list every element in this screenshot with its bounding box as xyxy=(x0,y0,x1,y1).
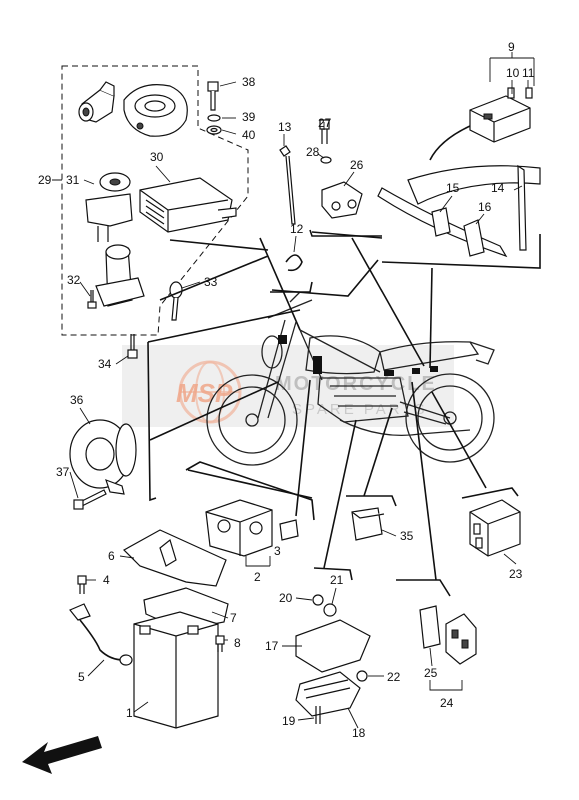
part-number-20: 20 xyxy=(279,591,293,605)
flasher-relay-part xyxy=(469,499,521,557)
bolt-part xyxy=(206,81,222,135)
screw-part xyxy=(87,290,138,359)
part-number-36: 36 xyxy=(70,393,84,407)
part-number-27: 27 xyxy=(318,116,332,130)
battery-bolts-part xyxy=(77,575,225,652)
part-number-33: 33 xyxy=(204,275,218,289)
part-number-7: 7 xyxy=(230,611,237,625)
part-number-23: 23 xyxy=(509,567,523,581)
battery-bracket-part xyxy=(123,529,227,587)
part-number-16: 16 xyxy=(478,200,492,214)
mount-bracket-part xyxy=(319,119,363,219)
part-number-30: 30 xyxy=(150,150,164,164)
part-number-18: 18 xyxy=(352,726,366,740)
part-number-39: 39 xyxy=(242,110,256,124)
horn-part xyxy=(69,419,137,495)
part-number-21: 21 xyxy=(330,573,344,587)
motorcycle-illustration xyxy=(206,291,495,466)
part-number-29: 29 xyxy=(38,173,52,187)
fuse-box-part xyxy=(429,87,533,161)
part-number-15: 15 xyxy=(446,181,460,195)
part-number-25: 25 xyxy=(424,666,438,680)
part-number-19: 19 xyxy=(282,714,296,728)
part-number-9: 9 xyxy=(508,40,515,54)
part-number-labels: 1 2 3 4 5 6 7 8 9 10 11 12 13 14 15 16 1… xyxy=(38,40,535,740)
horn-bolt-part xyxy=(73,489,107,510)
part-number-12: 12 xyxy=(290,222,304,236)
lock-cylinder-part xyxy=(78,81,115,123)
leader-lines xyxy=(52,52,541,729)
part-number-11: 11 xyxy=(522,66,535,80)
key-part xyxy=(169,281,183,321)
watermark-line2: SPARE PARTS xyxy=(292,401,428,418)
part-number-5: 5 xyxy=(78,670,85,684)
rectifier-regulator-part xyxy=(295,594,371,724)
pin-part xyxy=(279,145,296,225)
part-number-3: 3 xyxy=(274,544,281,558)
part-number-17: 17 xyxy=(265,639,279,653)
part-number-34: 34 xyxy=(98,357,112,371)
part-number-14: 14 xyxy=(491,181,505,195)
part-number-32: 32 xyxy=(67,273,81,287)
part-number-10: 10 xyxy=(506,66,520,80)
part-number-35: 35 xyxy=(400,529,414,543)
part-number-28: 28 xyxy=(306,145,320,159)
fuse-relay-part xyxy=(419,605,477,665)
wire-harness-part xyxy=(377,164,541,258)
starter-relay-part xyxy=(205,499,299,557)
part-number-26: 26 xyxy=(350,158,364,172)
part-number-8: 8 xyxy=(234,636,241,650)
part-number-1: 1 xyxy=(126,706,133,720)
part-number-40: 40 xyxy=(242,128,256,142)
front-arrow-icon xyxy=(22,736,102,774)
fuel-cap-part xyxy=(123,84,188,137)
part-number-4: 4 xyxy=(103,573,110,587)
main-switch-part xyxy=(85,172,145,307)
clip-part xyxy=(285,254,303,272)
part-number-6: 6 xyxy=(108,549,115,563)
part-number-13: 13 xyxy=(278,120,292,134)
watermark: MSP MOTORCYCLE SPARE PARTS xyxy=(122,345,454,427)
part-number-22: 22 xyxy=(387,670,401,684)
part-number-2: 2 xyxy=(254,570,261,584)
part-number-37: 37 xyxy=(56,465,70,479)
cdi-unit-part xyxy=(139,177,237,233)
ignition-group-box xyxy=(61,65,249,336)
part-number-24: 24 xyxy=(440,696,454,710)
part-number-31: 31 xyxy=(66,173,80,187)
relay-part xyxy=(351,507,385,541)
battery-cable-part xyxy=(69,603,133,666)
watermark-logo: MSP xyxy=(176,378,233,408)
battery-part xyxy=(133,611,219,729)
part-number-38: 38 xyxy=(242,75,256,89)
